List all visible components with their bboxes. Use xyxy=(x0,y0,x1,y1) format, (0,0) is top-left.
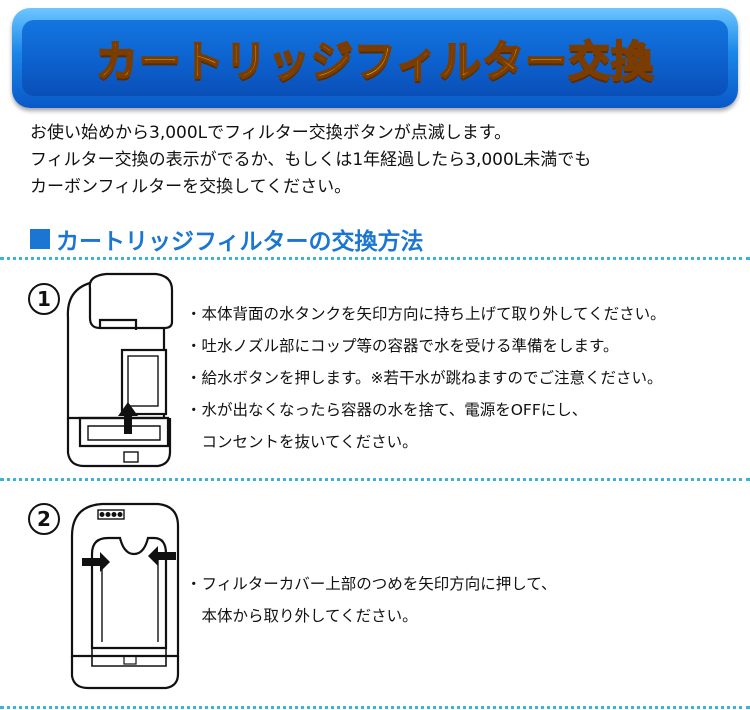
section-title-text: カートリッジフィルターの交換方法 xyxy=(56,229,424,255)
intro-text: お使い始めから3,000Lでフィルター交換ボタンが点滅します。 フィルター交換の… xyxy=(30,120,730,201)
instruction-line: ・給水ボタンを押します。※若干水が跳ねますのでご注意ください。 xyxy=(186,369,663,387)
instruction-line: 本体から取り外してください。 xyxy=(186,607,418,625)
instruction-line: ・吐水ノズル部にコップ等の容器で水を受ける準備をします。 xyxy=(186,337,619,355)
step-number-text: 1 xyxy=(37,287,51,311)
title-banner: カートリッジフィルター交換 xyxy=(12,8,738,108)
step-number-2: 2 xyxy=(28,503,60,535)
divider xyxy=(0,257,750,260)
square-bullet-icon xyxy=(30,229,50,249)
instruction-line: ・フィルターカバー上部のつめを矢印方向に押して、 xyxy=(186,575,557,593)
filter-cover-illustration xyxy=(70,502,180,690)
intro-line: カーボンフィルターを交換してください。 xyxy=(30,177,352,197)
title-banner-inner: カートリッジフィルター交換 xyxy=(22,20,728,96)
divider xyxy=(0,478,750,481)
step-2-instructions: ・フィルターカバー上部のつめを矢印方向に押して、 本体から取り外してください。 xyxy=(186,568,556,632)
intro-line: フィルター交換の表示がでるか、もしくは1年経過したら3,000L未満でも xyxy=(30,150,592,170)
instruction-line: コンセントを抜いてください。 xyxy=(186,433,418,451)
intro-line: お使い始めから3,000Lでフィルター交換ボタンが点滅します。 xyxy=(30,123,512,143)
instruction-line: ・水が出なくなったら容器の水を捨て、電源をOFFにし、 xyxy=(186,401,588,419)
section-heading: カートリッジフィルターの交換方法 xyxy=(30,222,424,256)
instruction-line: ・本体背面の水タンクを矢印方向に持ち上げて取り外してください。 xyxy=(186,305,666,323)
water-tank-illustration xyxy=(66,272,174,468)
step-1-instructions: ・本体背面の水タンクを矢印方向に持ち上げて取り外してください。 ・吐水ノズル部に… xyxy=(186,298,666,458)
page-title: カートリッジフィルター交換 xyxy=(95,36,655,87)
divider xyxy=(0,706,750,709)
step-number-1: 1 xyxy=(28,283,60,315)
step-number-text: 2 xyxy=(37,507,51,531)
